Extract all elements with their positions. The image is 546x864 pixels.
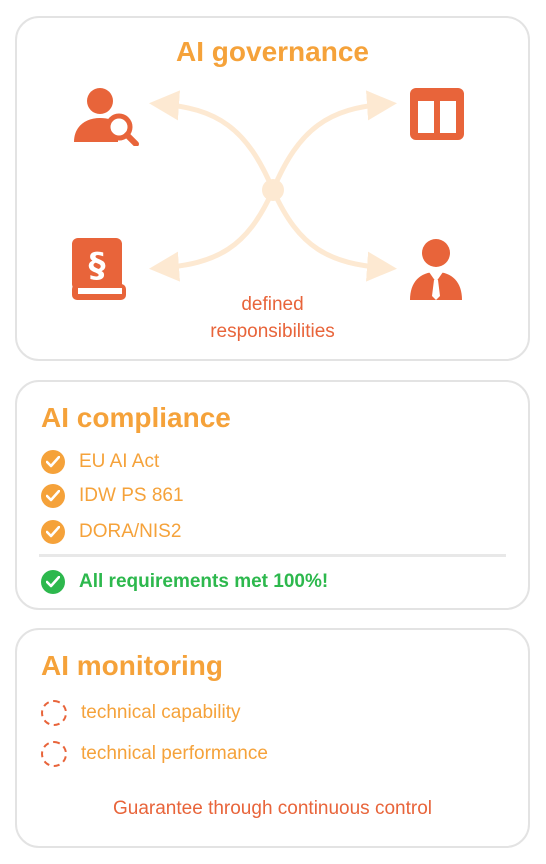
governance-note-line2: responsibilities [210, 321, 335, 342]
arrow-to-business-person [270, 187, 397, 282]
compliance-title: AI compliance [41, 402, 231, 433]
monitoring-title: AI monitoring [41, 650, 223, 681]
governance-arrows-diagram [149, 90, 397, 282]
compliance-divider [39, 554, 506, 557]
compliance-summary-label: All requirements met 100%! [79, 571, 329, 592]
compliance-summary: All requirements met 100%! [41, 568, 328, 596]
monitoring-item-label: technical capability [81, 702, 241, 723]
check-icon [41, 520, 65, 544]
monitoring-item: technical capability [41, 697, 240, 729]
user-search-icon [74, 88, 139, 146]
dashed-circle-icon [41, 700, 67, 726]
arrow-to-law-book [149, 187, 276, 282]
dashed-circle-icon [41, 741, 67, 767]
compliance-item-label: DORA/NIS2 [79, 521, 182, 542]
monitoring-item-label: technical performance [81, 743, 268, 764]
governance-title: AI governance [176, 36, 369, 67]
monitoring-footer: Guarantee through continuous control [113, 798, 432, 819]
law-book-icon: § [72, 238, 126, 300]
check-icon [41, 484, 65, 508]
arrow-to-user-search [149, 90, 276, 193]
compliance-item-label: IDW PS 861 [79, 485, 184, 506]
arrows-hub [262, 179, 284, 201]
monitoring-item: technical performance [41, 738, 268, 770]
compliance-item: IDW PS 861 [41, 482, 184, 510]
compliance-item: EU AI Act [41, 448, 159, 476]
governance-card: AI governance § [15, 16, 530, 361]
compliance-item-label: EU AI Act [79, 451, 160, 472]
svg-text:§: § [89, 246, 106, 286]
monitoring-card: AI monitoring technical capability techn… [15, 628, 530, 848]
governance-note: defined responsibilities [17, 291, 528, 345]
business-person-icon [410, 239, 462, 300]
columns-icon [410, 88, 464, 140]
compliance-card: AI compliance EU AI Act IDW PS 861 DORA/… [15, 380, 530, 610]
success-check-icon [41, 570, 65, 594]
governance-note-line1: defined [241, 294, 304, 315]
compliance-item: DORA/NIS2 [41, 518, 181, 546]
arrow-to-columns [270, 90, 397, 193]
check-icon [41, 450, 65, 474]
